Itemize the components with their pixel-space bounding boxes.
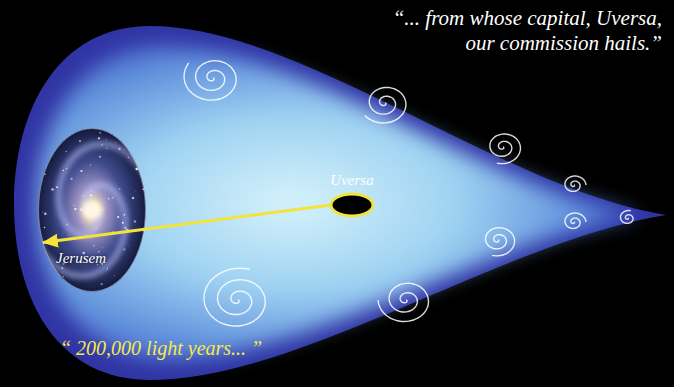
galaxy-arm	[59, 144, 157, 265]
star-dot	[132, 197, 134, 199]
star-dot	[56, 186, 58, 188]
galaxy-core	[82, 201, 102, 219]
galaxy-stars	[42, 132, 144, 285]
star-dot	[93, 245, 95, 247]
superuniverse-glow	[36, 46, 645, 360]
star-dot	[90, 194, 92, 196]
star-dot	[66, 168, 67, 169]
star-dot	[98, 137, 100, 139]
star-dot	[115, 141, 117, 143]
galaxy-disc	[38, 128, 146, 292]
spiral-symbol	[486, 228, 515, 256]
star-dot	[44, 173, 45, 174]
galaxy-arms	[28, 144, 157, 276]
star-dot	[91, 191, 92, 192]
star-dot	[105, 269, 107, 271]
star-dot	[102, 247, 103, 248]
star-dot	[122, 222, 124, 224]
star-dot	[63, 170, 64, 171]
capital-ellipse	[331, 194, 373, 216]
star-dot	[108, 198, 109, 199]
star-dot	[42, 211, 44, 213]
star-dot	[135, 190, 137, 192]
star-dot	[112, 197, 114, 199]
star-dot	[99, 156, 101, 158]
spiral-symbol	[204, 268, 265, 326]
star-dot	[124, 227, 126, 229]
star-dot	[62, 233, 64, 235]
star-dot	[83, 195, 84, 196]
star-dot	[68, 235, 69, 236]
star-dot	[105, 201, 106, 202]
star-dot	[44, 227, 45, 228]
galaxy-node: Jerusem	[38, 128, 146, 292]
quote-text: “... from whose capital, Uversa, our com…	[374, 6, 662, 56]
star-dot	[117, 216, 119, 218]
star-dot	[74, 208, 77, 211]
star-dot	[86, 234, 87, 235]
galaxy-border	[39, 129, 146, 292]
text-holder: Jerusem	[56, 250, 106, 267]
spiral-symbol	[565, 176, 586, 191]
star-dot	[101, 144, 102, 145]
superuniverse-outline	[14, 26, 666, 380]
star-dot	[112, 231, 113, 232]
spiral-symbol	[620, 211, 633, 224]
spiral-symbol	[365, 87, 406, 123]
star-dot	[99, 132, 101, 134]
pointer-arrow	[43, 205, 331, 243]
star-dot	[66, 151, 67, 152]
star-dot	[129, 245, 131, 247]
star-dot	[113, 274, 115, 276]
galaxy-arm	[28, 154, 126, 275]
star-dot	[79, 140, 81, 142]
star-dot	[100, 283, 102, 285]
star-dot	[95, 228, 97, 230]
node-label: Uversa	[330, 172, 373, 189]
galaxy-outline	[38, 128, 146, 292]
star-dot	[61, 272, 63, 274]
star-dot	[106, 148, 107, 149]
star-dot	[124, 214, 126, 216]
star-dot	[92, 238, 93, 239]
star-dot	[119, 188, 121, 190]
galaxy-photo	[28, 128, 157, 292]
star-dot	[90, 164, 91, 165]
local-universe-spirals	[184, 61, 633, 326]
star-dot	[44, 213, 47, 216]
distance-quote: “ 200,000 light years... ”	[60, 336, 262, 360]
star-dot	[105, 139, 107, 141]
star-dot	[61, 267, 63, 269]
node-label: Jerusem	[56, 250, 106, 267]
spiral-symbol	[184, 61, 236, 100]
star-dot	[134, 220, 137, 223]
star-dot	[118, 148, 120, 150]
star-dot	[128, 157, 129, 158]
star-dot	[107, 268, 108, 269]
spiral-symbol	[378, 283, 428, 321]
capital-ring	[328, 191, 376, 219]
star-dot	[63, 276, 64, 277]
spiral-symbol	[565, 213, 586, 228]
star-dot	[73, 205, 74, 206]
star-dot	[70, 178, 72, 180]
star-dot	[123, 248, 125, 250]
star-dot	[66, 224, 68, 226]
spiral-symbol	[490, 134, 521, 164]
star-dot	[103, 209, 104, 210]
star-dot	[80, 170, 82, 172]
star-dot	[51, 188, 53, 190]
capital-node: Uversa	[328, 172, 376, 219]
